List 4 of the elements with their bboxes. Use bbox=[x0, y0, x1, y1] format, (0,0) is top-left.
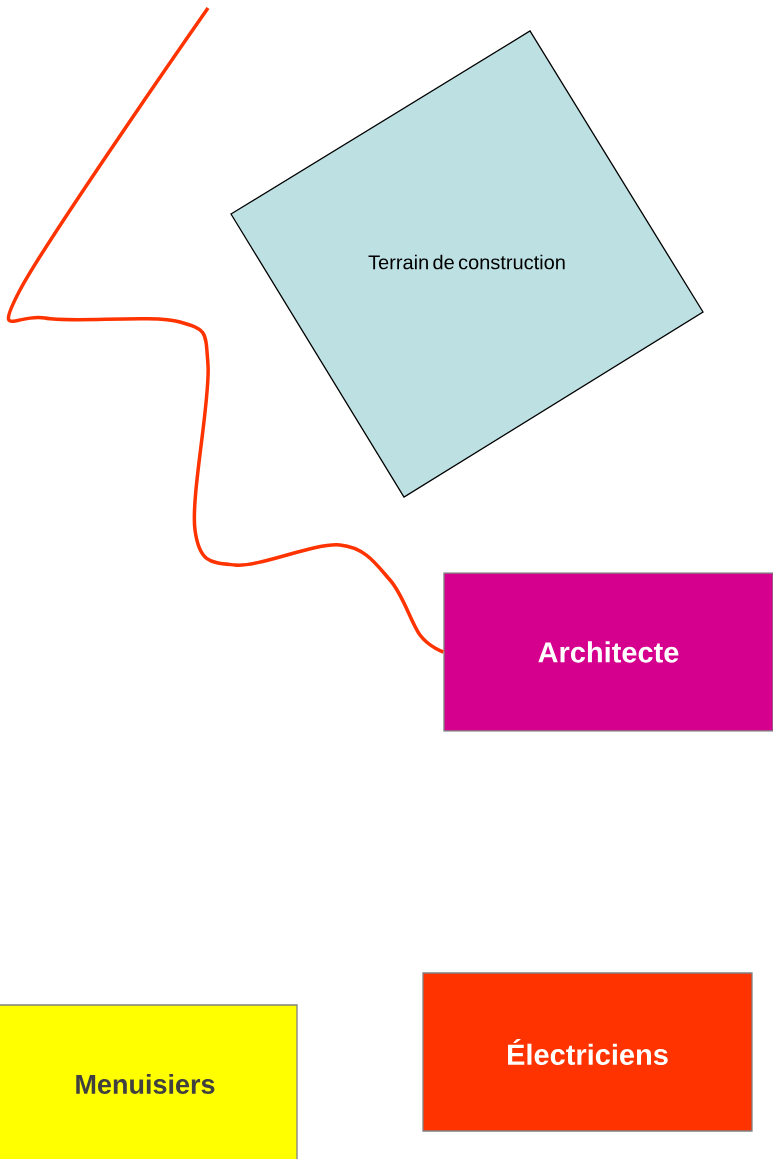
process-box: Électriciens bbox=[422, 972, 753, 1132]
process-box: Architecte bbox=[443, 572, 773, 732]
process-box: Menuisiers bbox=[0, 1004, 298, 1159]
curved-line bbox=[7, 7, 445, 654]
